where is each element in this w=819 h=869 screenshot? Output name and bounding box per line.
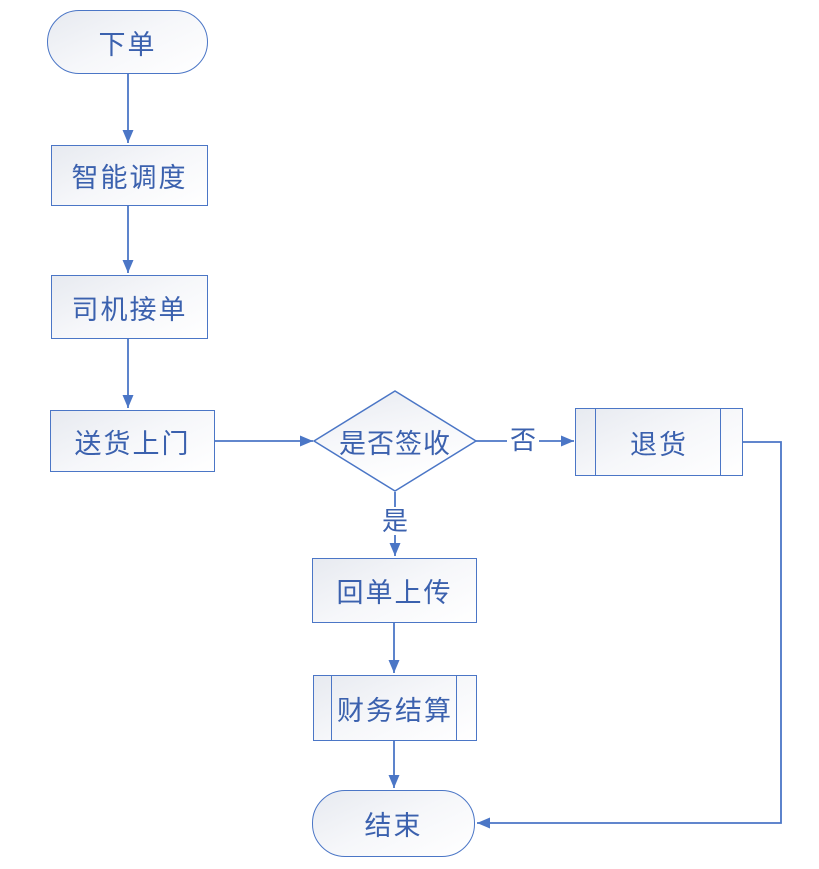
- start-node: 下单: [47, 10, 208, 74]
- return-goods-node: 退货: [575, 408, 743, 476]
- predefined-bar-left: [595, 408, 596, 476]
- start-node-label: 下单: [98, 29, 157, 60]
- dispatch-node-label: 智能调度: [71, 163, 188, 193]
- receipt-upload-node-label: 回单上传: [336, 578, 453, 608]
- receipt-upload-node: 回单上传: [312, 558, 477, 623]
- predefined-bar-right: [720, 408, 721, 476]
- settlement-node-label: 财务结算: [337, 695, 453, 726]
- delivery-node-label: 送货上门: [74, 428, 191, 459]
- decision-node-label: 是否签收: [339, 428, 451, 459]
- return-goods-node-label: 退货: [630, 429, 688, 460]
- end-node-label: 结束: [364, 811, 423, 841]
- edge-label-no: 否: [507, 426, 540, 454]
- driver-accept-node: 司机接单: [51, 275, 208, 339]
- driver-accept-node-label: 司机接单: [71, 294, 188, 325]
- decision-node: 是否签收: [314, 391, 476, 491]
- edge-return-end: [477, 441, 782, 829]
- end-node: 结束: [312, 790, 475, 857]
- settlement-node: 财务结算: [313, 675, 477, 741]
- decision-shape: [312, 390, 478, 492]
- predefined-bar-left: [331, 675, 332, 741]
- predefined-bar-right: [456, 675, 457, 741]
- dispatch-node: 智能调度: [51, 145, 208, 206]
- edge-label-yes: 是: [379, 507, 412, 535]
- delivery-node: 送货上门: [50, 410, 215, 472]
